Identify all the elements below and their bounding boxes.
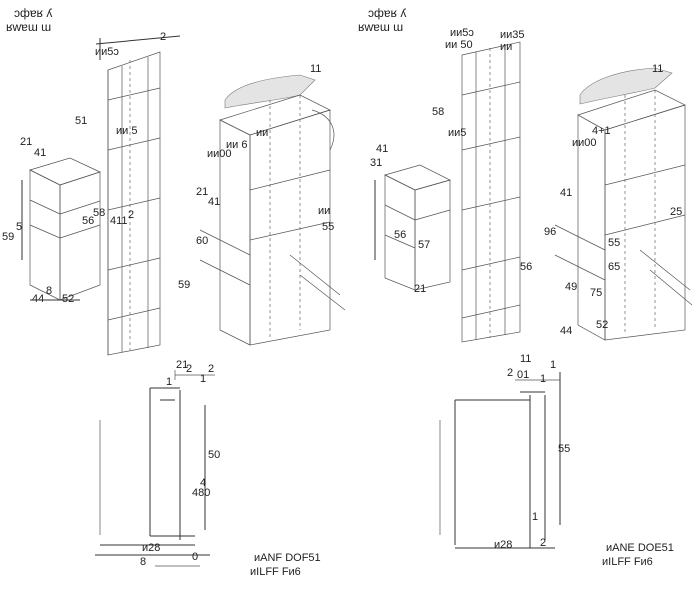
left-dim-7: ᴎ28 xyxy=(142,542,160,554)
left-label: 56 xyxy=(82,215,94,227)
left-label: 21 xyxy=(20,136,32,148)
left-label: 41 xyxy=(34,147,46,159)
left-tall-column xyxy=(95,35,181,356)
left-label: ᴎᴎ xyxy=(256,127,268,139)
right-label: 49 xyxy=(565,281,577,293)
right-dim-6: ᴎ28 xyxy=(494,539,512,551)
right-label: 75 xyxy=(590,287,602,299)
right-label: 21 xyxy=(414,283,426,295)
left-label: ᴎᴎ00 xyxy=(207,148,232,160)
left-title-line-1: ɔфɐʁ ʎ xyxy=(14,6,52,20)
right-label: ᴎᴎ5 xyxy=(448,127,466,139)
left-label: ᴎᴎ5ɔ xyxy=(95,46,119,58)
left-label: 8 xyxy=(46,285,52,297)
right-iso-cabinet xyxy=(554,67,693,341)
right-dim-3: 1 xyxy=(540,373,546,385)
right-dim-5: 55 xyxy=(558,443,570,455)
right-label: ᴎᴎ35 xyxy=(500,29,525,41)
right-model-line-2: ᴎILFF Fᴎ6 xyxy=(602,556,653,568)
left-dim-6: 480 xyxy=(192,487,210,499)
right-label: 41 xyxy=(560,187,572,199)
right-tall-column xyxy=(461,41,521,343)
left-label: 59 xyxy=(2,231,14,243)
left-label: ᴎᴎ 6 xyxy=(226,139,247,151)
right-dim-7: 2 xyxy=(540,537,546,549)
left-title-line-2: ʁwɐɯ ɯ xyxy=(6,20,51,34)
left-panel: ɔфɐʁ ʎ ʁwɐɯ ɯ xyxy=(2,6,346,578)
left-dim-3: 2 xyxy=(208,363,214,375)
left-dim-2: 1 xyxy=(200,373,206,385)
right-label: 41 xyxy=(376,143,388,155)
left-dim-1: 21 xyxy=(176,359,188,371)
left-label: 52 xyxy=(62,293,74,305)
left-label: 59 xyxy=(178,279,190,291)
right-label: 31 xyxy=(370,157,382,169)
left-dim-5: 4 xyxy=(200,477,206,489)
right-label: 4+1 xyxy=(592,125,611,137)
left-label: ᴎᴎ 5 xyxy=(116,125,137,137)
left-model-line-2: ᴎILFF Fᴎ6 xyxy=(250,566,301,578)
right-title-line-2: ʁwɐɯ ɯ xyxy=(358,20,403,34)
right-label: 57 xyxy=(418,239,430,251)
left-bottom-elevation: 21 1 2 50 4 480 ᴎ28 8 0 xyxy=(95,359,220,568)
right-model-line-1: ᴎANE DOE51 xyxy=(606,542,674,554)
right-dim-1: 2 xyxy=(507,367,513,379)
right-panel: ɔфɐʁ ʎ ʁwɐɯ ɯ xyxy=(358,6,693,568)
right-label: 44 xyxy=(560,325,572,337)
right-dim-8: 1 xyxy=(532,511,538,523)
left-label: 11 xyxy=(310,63,321,75)
left-dim-4: 50 xyxy=(208,449,220,461)
left-label: 51 xyxy=(75,115,87,127)
right-title-line-1: ɔфɐʁ ʎ xyxy=(368,6,406,20)
right-cabinet-small xyxy=(374,164,451,291)
right-label: ᴎᴎ00 xyxy=(572,137,597,149)
right-label: 11 xyxy=(652,63,663,75)
left-label: ᴎᴎ xyxy=(318,205,330,217)
right-label: 58 xyxy=(432,106,444,118)
left-label: 1 xyxy=(166,376,172,388)
left-label: 5 xyxy=(16,221,22,233)
right-label: ᴎᴎ 50 xyxy=(445,39,473,51)
right-label: ᴎᴎ xyxy=(500,41,512,53)
left-label: 41 xyxy=(208,196,220,208)
left-dim-9: 0 xyxy=(192,551,198,563)
left-label: 2 xyxy=(128,209,134,221)
right-label: 56 xyxy=(394,229,406,241)
right-label: 25 xyxy=(670,206,682,218)
left-label: 60 xyxy=(196,235,208,247)
right-labels: ᴎᴎ5ɔ ᴎᴎ35 ᴎᴎ 50 ᴎᴎ 58 ᴎᴎ5 41 31 56 57 21… xyxy=(370,27,682,365)
left-label: 21 xyxy=(196,186,208,198)
right-label: 56 xyxy=(520,261,532,273)
right-label: ᴎᴎ5ɔ xyxy=(450,27,474,39)
right-label: 55 xyxy=(608,237,620,249)
left-dim-8: 8 xyxy=(140,556,146,568)
left-label: 411 xyxy=(110,215,128,227)
right-bottom-elevation: 2 01 1 1 55 ᴎ28 2 1 xyxy=(439,359,570,551)
right-label: 52 xyxy=(596,319,608,331)
right-label: 96 xyxy=(544,226,556,238)
left-model-line-1: ᴎANF DOF51 xyxy=(254,552,321,564)
right-dim-2: 01 xyxy=(517,369,529,381)
right-label: 65 xyxy=(608,261,620,273)
right-label: 11 xyxy=(520,353,531,365)
left-iso-cabinet xyxy=(199,74,346,346)
left-labels: ᴎᴎ5ɔ ᴎᴎ 5 21 41 51 58 5 59 8 44 52 56 41… xyxy=(2,31,334,388)
left-label: 2 xyxy=(160,31,166,43)
right-dim-4: 1 xyxy=(550,359,556,371)
left-label: 55 xyxy=(322,221,334,233)
left-label: 44 xyxy=(32,293,44,305)
left-label: 2 xyxy=(186,363,192,375)
left-cabinet-small xyxy=(21,157,101,301)
left-label: 58 xyxy=(93,207,105,219)
